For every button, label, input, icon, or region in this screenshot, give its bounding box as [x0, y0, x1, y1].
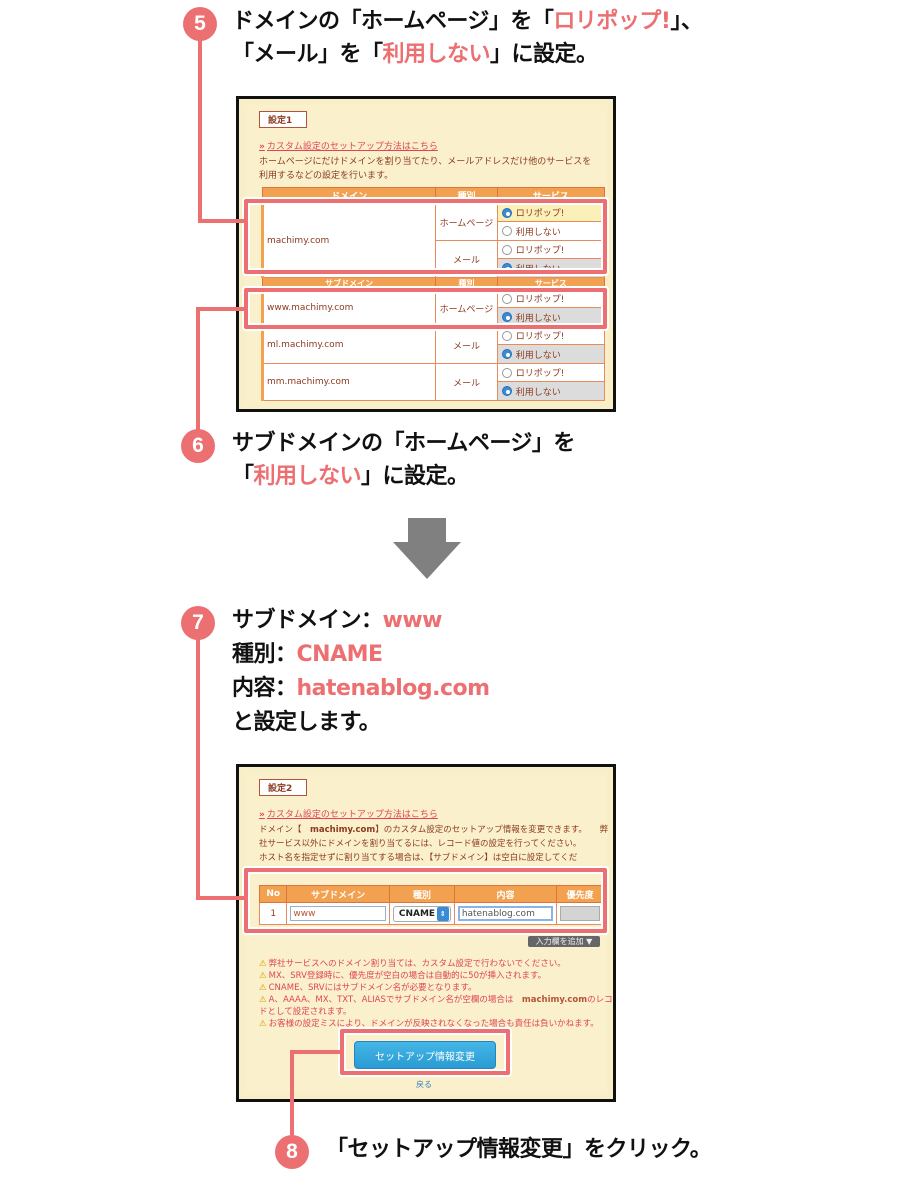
- table-row: mm.machimy.com メール ロリポップ! 利用しない: [260, 363, 606, 401]
- arrow-down-icon: [393, 518, 461, 579]
- radio-option-not-use[interactable]: 利用しない: [497, 345, 604, 363]
- table-row: ml.machimy.com メール ロリポップ! 利用しない: [260, 326, 606, 364]
- warning-notes: ⚠弊社サービスへのドメイン割り当ては、カスタム設定で行わないでください。 ⚠MX…: [259, 958, 613, 1030]
- step-7-instruction: サブドメイン：www 種別：CNAME 内容：hatenablog.com と設…: [232, 608, 491, 735]
- warning-note: ⚠MX、SRV登録時に、優先度が空白の場合は自動的に50が挿入されます。: [259, 971, 547, 981]
- step-8-instruction: 「セットアップ情報変更」をクリック。: [326, 1137, 712, 1162]
- radio-option-lolipop[interactable]: ロリポップ!: [497, 327, 604, 345]
- step-5-line-2: 「メール」を「利用しない」に設定。: [232, 42, 598, 67]
- step-8-connector: [290, 1050, 294, 1138]
- custom-setup-help-link[interactable]: »カスタム設定のセットアップ方法はこちら: [259, 142, 438, 152]
- warning-note: ⚠A、AAAA、MX、TXT、ALIASでサブドメイン名が空欄の場合は mach…: [259, 995, 613, 1005]
- priority-cell: [556, 902, 604, 925]
- subdomain-input[interactable]: www: [290, 906, 386, 921]
- kind-cell: メール: [435, 363, 498, 401]
- settings-2-tag: 設定2: [259, 779, 307, 796]
- highlight-not-use: 利用しない: [253, 464, 362, 489]
- warning-icon: ⚠: [259, 995, 267, 1005]
- select-stepper-icon: ⇕: [436, 906, 449, 921]
- subdomain-cell: www: [286, 902, 390, 925]
- warning-icon: ⚠: [259, 1019, 267, 1029]
- step-7-connector-h: [196, 896, 246, 900]
- step-8-badge: 8: [275, 1135, 309, 1169]
- settings-1-tag: 設定1: [259, 111, 307, 128]
- kind-cell: メール: [435, 326, 498, 364]
- custom-setup-help-link[interactable]: »カスタム設定のセットアップ方法はこちら: [259, 810, 438, 820]
- radio-checked-icon[interactable]: [501, 349, 512, 359]
- chevron-right-icon: »: [259, 810, 265, 820]
- radio-unchecked-icon[interactable]: [501, 293, 512, 304]
- value-content: hatenablog.com: [296, 676, 491, 701]
- warning-icon: ⚠: [259, 959, 267, 969]
- step-6-connector: [196, 307, 200, 432]
- radio-checked-icon[interactable]: [501, 312, 512, 322]
- warning-icon: ⚠: [259, 983, 267, 993]
- service-cell: ロリポップ! 利用しない: [496, 363, 606, 401]
- radio-unchecked-icon[interactable]: [501, 226, 512, 236]
- screenshot-settings-2: 設定2 »カスタム設定のセットアップ方法はこちら ドメイン【 machimy.c…: [236, 764, 616, 1102]
- highlight-domain-rows: [244, 199, 607, 274]
- content-cell: hatenablog.com: [453, 902, 558, 925]
- table-row: 1 www CNAME⇕ hatenablog.com: [258, 902, 604, 925]
- settings-2-description: ドメイン【 machimy.com】のカスタム設定のセットアップ情報を変更できま…: [259, 825, 609, 863]
- radio-option-lolipop[interactable]: ロリポップ!: [497, 204, 604, 222]
- record-type-select[interactable]: CNAME⇕: [392, 905, 451, 922]
- step-5-connector: [198, 40, 202, 223]
- step-5-badge: 5: [183, 7, 217, 41]
- step-6-instruction: サブドメインの「ホームページ」を 「利用しない」に設定。: [232, 431, 575, 489]
- radio-option-not-use[interactable]: 利用しない: [497, 382, 604, 400]
- radio-option-lolipop[interactable]: ロリポップ!: [497, 364, 604, 382]
- service-cell: ロリポップ! 利用しない: [496, 326, 606, 364]
- radio-option-not-use[interactable]: 利用しない: [498, 222, 604, 240]
- radio-checked-icon[interactable]: [501, 207, 512, 218]
- step-5-connector-h: [198, 219, 246, 223]
- step-6-badge: 6: [181, 429, 215, 463]
- setup-info-change-button[interactable]: セットアップ情報変更: [354, 1041, 496, 1069]
- subdomain-name-cell: mm.machimy.com: [260, 363, 437, 401]
- step-8-connector-h: [290, 1050, 342, 1054]
- step-7-badge: 7: [181, 606, 215, 640]
- settings-2-panel: 設定2 »カスタム設定のセットアップ方法はこちら ドメイン【 machimy.c…: [245, 773, 613, 1093]
- radio-option-lolipop[interactable]: ロリポップ!: [497, 290, 604, 308]
- highlight-www-row: [244, 288, 607, 329]
- screenshot-settings-1: 設定1 »カスタム設定のセットアップ方法はこちら ホームページにだけドメインを割…: [236, 96, 616, 412]
- highlight-not-use: 利用しない: [382, 42, 491, 67]
- step-7-connector: [196, 636, 200, 898]
- step-5-instruction: ドメインの「ホームページ」を「ロリポップ!」、 「メール」を「利用しない」に設定…: [232, 5, 703, 71]
- back-link[interactable]: 戻る: [416, 1080, 432, 1089]
- row-number: 1: [258, 902, 288, 925]
- warning-note: ⚠弊社サービスへのドメイン割り当ては、カスタム設定で行わないでください。: [259, 959, 566, 969]
- settings-1-description: ホームページにだけドメインを割り当てたり、メールアドレスだけ他のサービスを 利用…: [259, 157, 592, 181]
- service-cell: ロリポップ! 利用しない: [496, 203, 606, 241]
- warning-note: ⚠CNAME、SRVにはサブドメイン名が必要となります。: [259, 983, 477, 993]
- warning-note: ⚠お客様の設定ミスにより、ドメインが反映されなくなった場合も責任は負いかねます。: [259, 1019, 599, 1029]
- subdomain-name-cell: ml.machimy.com: [260, 326, 437, 364]
- warning-note-cont: ドとして設定されます。: [259, 1007, 352, 1017]
- radio-unchecked-icon[interactable]: [501, 367, 512, 378]
- subdomain-name-cell: www.machimy.com: [260, 289, 437, 327]
- highlight-lolipop: ロリポップ!: [553, 9, 671, 34]
- highlight-record-row: [244, 868, 607, 933]
- radio-unchecked-icon[interactable]: [501, 244, 512, 255]
- table-row: machimy.com ホームページ ロリポップ! 利用しない: [260, 203, 606, 278]
- value-type: CNAME: [296, 642, 384, 667]
- add-input-row-button[interactable]: 入力欄を追加 ▼: [528, 936, 600, 947]
- value-subdomain: www: [382, 608, 443, 633]
- radio-option-lolipop[interactable]: ロリポップ!: [497, 241, 604, 259]
- chevron-right-icon: »: [259, 142, 265, 152]
- step-5-line-1: ドメインの「ホームページ」を「ロリポップ!」、: [232, 9, 703, 34]
- highlight-submit-button: [340, 1029, 510, 1075]
- service-cell: ロリポップ! 利用しない: [496, 289, 606, 327]
- priority-input[interactable]: [560, 906, 600, 921]
- domain-name-cell: machimy.com: [260, 203, 437, 278]
- radio-checked-icon[interactable]: [501, 386, 512, 396]
- warning-icon: ⚠: [259, 971, 267, 981]
- step-6-connector-h: [196, 307, 246, 311]
- radio-option-not-use[interactable]: 利用しない: [497, 308, 604, 326]
- radio-unchecked-icon[interactable]: [501, 330, 512, 341]
- content-input[interactable]: hatenablog.com: [457, 906, 554, 921]
- subdomain-header-row: サブドメイン 種別 サービス: [261, 277, 606, 290]
- kind-cell: ホームページ: [435, 203, 498, 241]
- custom-record-table: No サブドメイン 種別 内容 優先度 1 www CNAME⇕ hatenab…: [258, 885, 604, 925]
